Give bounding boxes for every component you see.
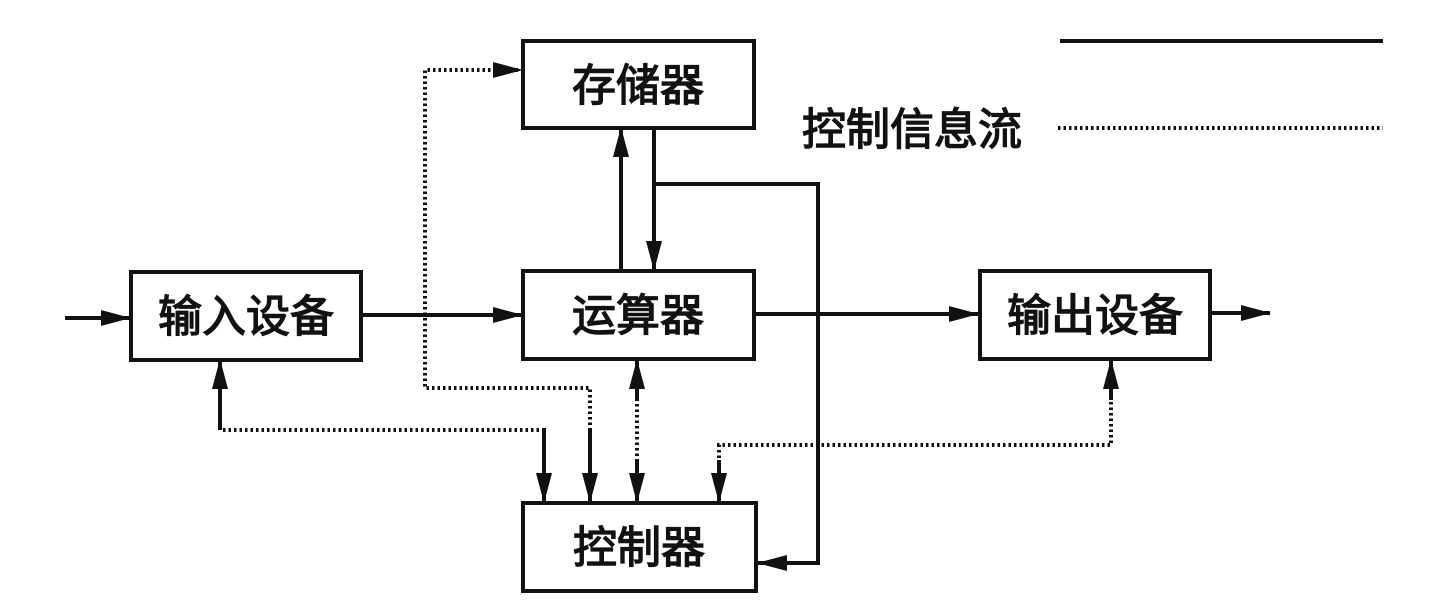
legend: 控制信息流 [802, 39, 1383, 156]
node-alu: 运算器 [521, 269, 756, 361]
controller-label: 控制器 [573, 523, 706, 574]
edge-controller-to-input-line [218, 360, 546, 502]
node-input: 输入设备 [129, 270, 363, 362]
control-flow-edges [212, 62, 1119, 503]
node-controller: 控制器 [521, 501, 758, 593]
input-label: 输入设备 [158, 292, 335, 343]
alu-box [521, 269, 756, 361]
edge-controller-to-output-line [717, 360, 1113, 502]
edge-controller-to-memory [423, 62, 592, 502]
node-memory: 存储器 [521, 39, 756, 130]
output-label: 输出设备 [1007, 291, 1184, 342]
legend-control-flow-label: 控制信息流 [802, 105, 1022, 156]
controller-box [521, 501, 758, 593]
data-flow-edges [65, 127, 1271, 571]
input-box [129, 270, 363, 362]
output-box [978, 269, 1212, 361]
memory-box [521, 39, 756, 130]
node-output: 输出设备 [978, 269, 1212, 361]
alu-label: 运算器 [572, 291, 705, 342]
memory-label: 存储器 [572, 61, 705, 112]
edge-memory-to-controller [654, 182, 820, 571]
